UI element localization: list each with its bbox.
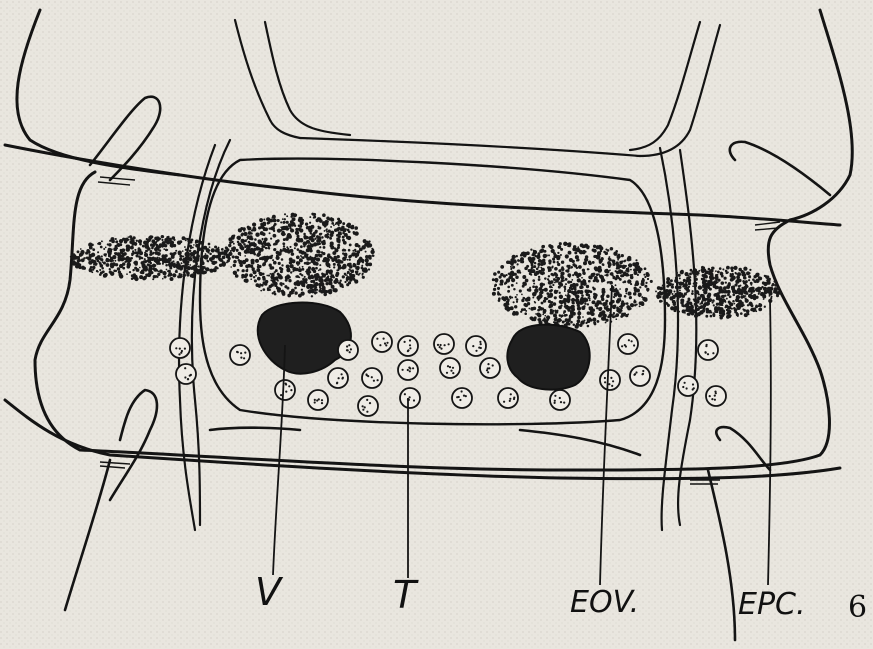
- testis-cell: [466, 336, 486, 356]
- testis-cell: [698, 340, 718, 360]
- testis-cell: [630, 366, 650, 386]
- label-V: V: [255, 570, 284, 614]
- testis-cell: [550, 390, 570, 410]
- figure-number: 6: [848, 590, 867, 625]
- testis-cell: [358, 396, 378, 416]
- right-dark-mass: [507, 325, 589, 390]
- testis-cell: [398, 336, 418, 356]
- testis-cell: [230, 345, 250, 365]
- testis-cell: [372, 332, 392, 352]
- testis-cell: [618, 334, 638, 354]
- label-T: T: [393, 573, 419, 617]
- testis-cell: [176, 364, 196, 384]
- label-EOV: EOV.: [570, 585, 639, 620]
- testis-cell: [434, 334, 454, 354]
- testis-cell: [600, 370, 620, 390]
- label-EPC: EPC.: [738, 587, 806, 622]
- testis-cell: [678, 376, 698, 396]
